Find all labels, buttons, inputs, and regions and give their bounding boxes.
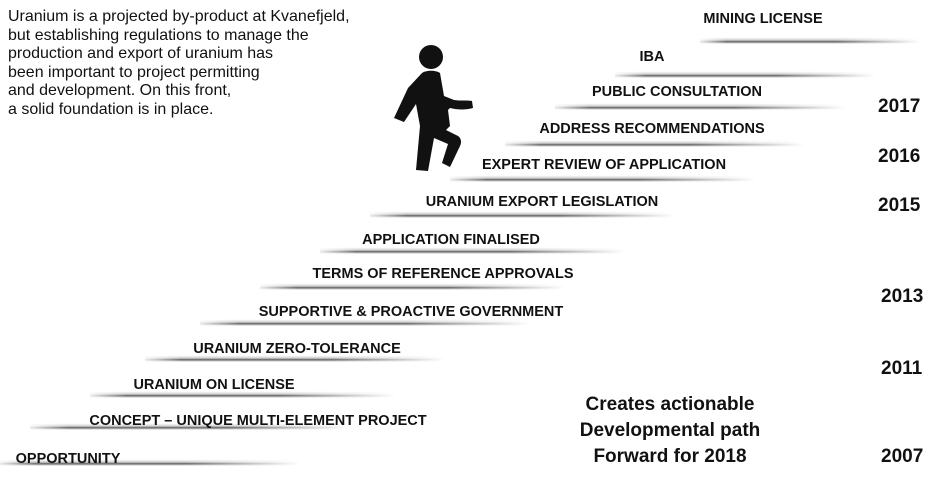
step-label-expert-review: EXPERT REVIEW OF APPLICATION — [481, 157, 727, 173]
step-bar-mining-license — [700, 22, 920, 44]
step-label-uranium-export-legislation: URANIUM EXPORT LEGISLATION — [425, 194, 659, 210]
step-bar-supportive-government — [200, 304, 530, 326]
person-climbing-stairs-icon — [394, 45, 473, 171]
year-label-2016: 2016 — [878, 146, 921, 167]
step-label-address-recommendations: ADDRESS RECOMMENDATIONS — [539, 121, 765, 137]
year-label-2015: 2015 — [878, 195, 921, 216]
step-label-terms-of-reference: TERMS OF REFERENCE APPROVALS — [312, 266, 574, 282]
step-label-iba: IBA — [639, 49, 665, 65]
step-bar-public-consultation — [555, 88, 845, 110]
step-bar-terms-of-reference — [260, 268, 565, 290]
intro-text: Uranium is a projected by-product at Kva… — [8, 8, 350, 118]
step-label-opportunity: OPPORTUNITY — [15, 451, 121, 467]
step-bar-uranium-export-legislation — [370, 196, 675, 218]
step-bar-expert-review — [450, 160, 755, 182]
step-label-uranium-on-license: URANIUM ON LICENSE — [133, 377, 295, 393]
year-label-2017: 2017 — [878, 96, 921, 117]
step-bar-opportunity — [0, 444, 300, 466]
callout-line-2: Developmental path — [579, 420, 761, 441]
callout-line-1: Creates actionable — [585, 394, 755, 415]
step-label-concept: CONCEPT – UNIQUE MULTI-ELEMENT PROJECT — [89, 413, 427, 429]
step-bar-address-recommendations — [505, 125, 805, 147]
step-bar-uranium-on-license — [90, 376, 395, 398]
step-label-application-finalised: APPLICATION FINALISED — [362, 232, 540, 248]
step-bar-concept — [30, 408, 350, 430]
step-bar-uranium-zero-tolerance — [145, 340, 445, 362]
callout-line-3: Forward for 2018 — [593, 446, 747, 467]
callout-text: Creates actionable Developmental path Fo… — [554, 392, 786, 470]
step-bar-iba — [615, 56, 875, 78]
year-label-2013: 2013 — [881, 286, 924, 307]
year-label-2007: 2007 — [881, 446, 924, 467]
step-label-public-consultation: PUBLIC CONSULTATION — [592, 84, 762, 100]
step-label-supportive-government: SUPPORTIVE & PROACTIVE GOVERNMENT — [258, 304, 564, 320]
step-label-uranium-zero-tolerance: URANIUM ZERO-TOLERANCE — [193, 341, 401, 357]
step-label-mining-license: MINING LICENSE — [703, 11, 823, 27]
year-label-2011: 2011 — [881, 358, 923, 379]
step-bar-application-finalised — [320, 232, 625, 254]
